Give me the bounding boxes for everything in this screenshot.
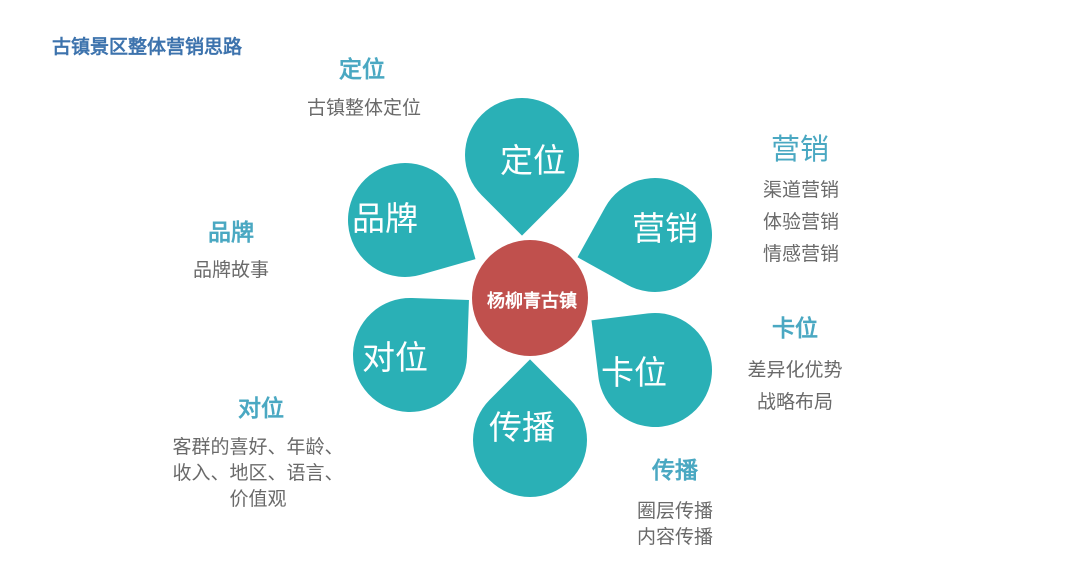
center-circle <box>472 240 588 356</box>
petal-label-pinpai: 品牌 <box>352 199 418 238</box>
detail-line: 差异化优势 <box>747 359 843 381</box>
heading-pinpai: 品牌 <box>208 220 254 246</box>
detail-line: 古镇整体定位 <box>306 97 422 119</box>
detail-line: 圈层传播 <box>636 500 714 522</box>
heading-dingwei: 定位 <box>339 57 385 83</box>
petal-label-dingwei: 定位 <box>500 141 566 180</box>
detail-line: 体验营销 <box>762 211 840 233</box>
heading-kawei: 卡位 <box>772 316 818 342</box>
heading-yingxiao: 营销 <box>770 132 830 166</box>
detail-line: 收入、地区、语言、 <box>172 462 344 484</box>
detail-line: 战略布局 <box>756 391 834 413</box>
detail-line: 情感营销 <box>762 243 840 265</box>
petal-label-yingxiao: 营销 <box>632 209 698 248</box>
details-dingwei: 古镇整体定位 <box>307 95 421 121</box>
detail-line: 价值观 <box>229 488 287 510</box>
detail-line: 客群的喜好、年龄、 <box>172 436 344 458</box>
petal-label-duiwei: 对位 <box>362 338 428 377</box>
center-label: 杨柳青古镇 <box>487 291 577 312</box>
details-chuanbo: 圈层传播 内容传播 <box>637 498 713 550</box>
details-pinpai: 品牌故事 <box>193 257 269 283</box>
petal-label-chuanbo: 传播 <box>489 408 555 447</box>
heading-chuanbo: 传播 <box>652 458 698 484</box>
page-title: 古镇景区整体营销思路 <box>52 36 243 58</box>
heading-duiwei: 对位 <box>238 396 284 422</box>
details-kawei: 差异化优势 战略布局 <box>747 354 842 418</box>
details-yingxiao: 渠道营销 体验营销 情感营销 <box>763 174 839 270</box>
detail-line: 内容传播 <box>636 526 714 548</box>
details-duiwei: 客群的喜好、年龄、 收入、地区、语言、 价值观 <box>172 434 343 512</box>
detail-line: 品牌故事 <box>192 259 270 281</box>
detail-line: 渠道营销 <box>762 179 840 201</box>
petal-label-kawei: 卡位 <box>601 353 667 392</box>
